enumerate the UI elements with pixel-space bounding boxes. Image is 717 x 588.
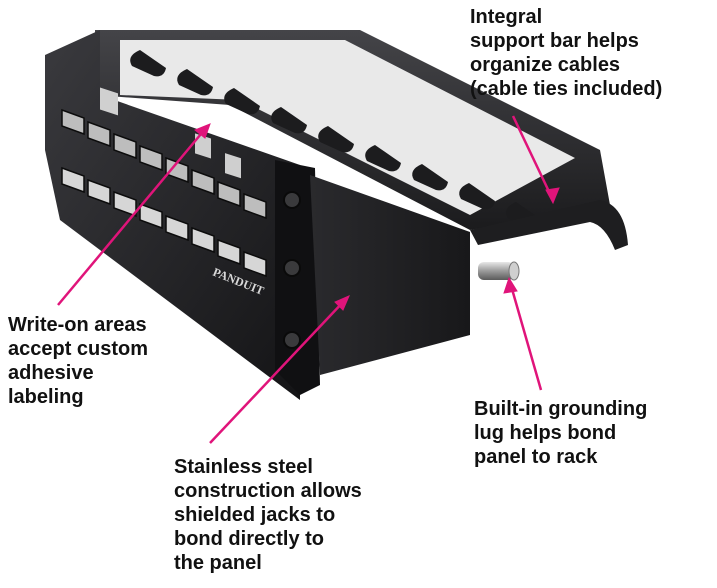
callout-line: adhesive xyxy=(8,362,94,384)
front-panel xyxy=(45,30,300,400)
jack-opening xyxy=(243,250,267,278)
leader-arrowhead-steel xyxy=(334,295,350,311)
jack-opening xyxy=(139,144,163,172)
mounting-screw xyxy=(283,331,301,349)
callout-write-on-areas: Write-on areas accept custom adhesive la… xyxy=(8,313,148,409)
jack-opening xyxy=(113,132,137,160)
callout-line: the panel xyxy=(174,552,262,574)
grounding-lug xyxy=(478,261,520,281)
callout-line: labeling xyxy=(8,386,84,408)
callout-support-bar: Integral support bar helps organize cabl… xyxy=(470,5,662,101)
write-on-label-area xyxy=(195,133,211,159)
cable-tie-slot xyxy=(271,107,307,134)
callout-line: Integral xyxy=(470,6,543,28)
jack-opening xyxy=(165,156,189,184)
callout-line: construction allows xyxy=(174,480,362,502)
jack-opening xyxy=(139,202,163,230)
jack-opening xyxy=(61,108,85,136)
leader-line-write-on xyxy=(57,127,207,306)
jack-opening xyxy=(243,192,267,220)
cable-tie-slots xyxy=(130,50,542,229)
jack-opening xyxy=(87,178,111,206)
callout-line: (cable ties included) xyxy=(470,78,663,100)
leader-line-support-bar xyxy=(511,115,555,201)
jack-opening xyxy=(61,166,85,194)
callout-line: Stainless steel xyxy=(174,456,313,478)
callout-line: Write-on areas xyxy=(8,314,147,336)
mounting-screw xyxy=(283,191,301,209)
cable-tie-slot xyxy=(224,88,260,115)
callout-line: Built-in grounding xyxy=(474,398,648,420)
cable-tie-slot xyxy=(318,126,354,153)
cable-tie-slot xyxy=(130,50,166,77)
jack-opening xyxy=(191,168,215,196)
callout-line: bond directly to xyxy=(174,528,324,550)
leader-arrowhead-grounding xyxy=(503,276,518,294)
mounting-bracket: PANDUIT xyxy=(211,160,470,395)
callout-line: organize cables xyxy=(470,54,621,76)
callout-grounding-lug: Built-in grounding lug helps bond panel … xyxy=(474,397,647,469)
leader-arrowhead-support-bar xyxy=(545,187,560,205)
jack-opening xyxy=(87,120,111,148)
jack-opening xyxy=(217,238,241,266)
callout-stainless-steel: Stainless steel construction allows shie… xyxy=(174,455,362,575)
jack-openings xyxy=(61,108,267,278)
jack-opening xyxy=(191,226,215,254)
jack-opening xyxy=(217,180,241,208)
callout-line: support bar helps xyxy=(470,30,639,52)
callout-line: lug helps bond xyxy=(474,422,617,444)
leader-line-steel xyxy=(209,299,346,444)
jack-opening xyxy=(113,190,137,218)
leader-lines xyxy=(57,115,560,444)
callout-line: panel to rack xyxy=(474,446,598,468)
cable-tie-slot xyxy=(412,164,448,191)
callout-line: shielded jacks to xyxy=(174,504,336,526)
leader-arrowhead-write-on xyxy=(194,123,211,139)
mounting-screw xyxy=(283,259,301,277)
jack-opening xyxy=(165,214,189,242)
callout-line: accept custom xyxy=(8,338,149,360)
write-on-label-area xyxy=(225,153,241,179)
cable-tie-slot xyxy=(177,69,213,96)
cable-tie-slot xyxy=(459,183,495,210)
cable-tie-slot xyxy=(365,145,401,172)
support-bar xyxy=(95,30,628,250)
write-on-label-area xyxy=(100,87,118,116)
leader-line-grounding xyxy=(508,281,543,391)
